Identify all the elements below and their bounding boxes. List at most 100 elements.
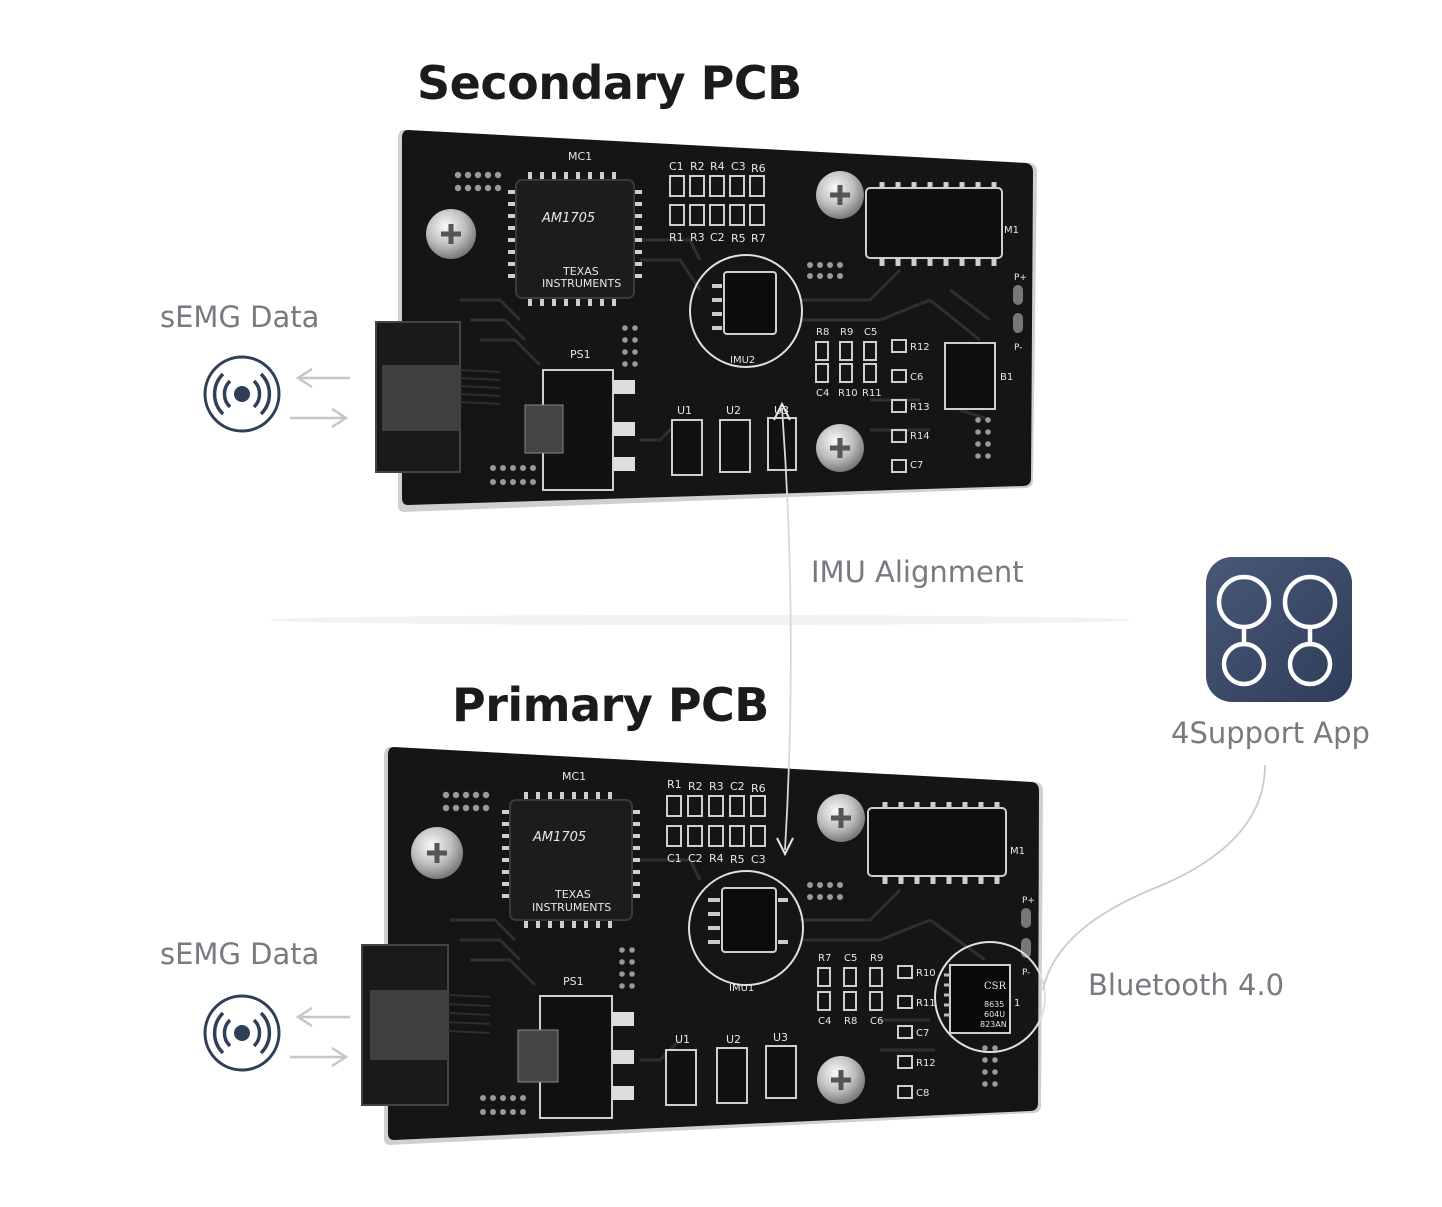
primary-right-2: C7 (916, 1028, 929, 1039)
primary-ps1 (517, 995, 634, 1119)
primary-mid-top-1: C5 (844, 953, 857, 964)
secondary-ps1 (524, 369, 635, 491)
secondary-brand-1: TEXAS (562, 265, 599, 278)
primary-right-4: C8 (916, 1088, 929, 1099)
primary-p-minus: P- (1022, 968, 1030, 978)
semg-arrows-bottom (290, 1006, 350, 1068)
secondary-mid-top-2: C5 (864, 327, 877, 338)
secondary-right-0: R12 (910, 342, 930, 353)
imu-alignment-label: IMU Alignment (811, 555, 1024, 589)
primary-traces (450, 858, 986, 1062)
primary-res-top-1: R2 (688, 780, 703, 793)
secondary-res-top-4: R6 (751, 162, 766, 175)
secondary-b1 (944, 342, 996, 410)
secondary-res-top-1: R2 (690, 160, 705, 173)
bluetooth-label: Bluetooth 4.0 (1088, 968, 1285, 1002)
secondary-screw-1 (426, 209, 476, 259)
primary-res-bot-3: R5 (730, 853, 745, 866)
imu-alignment-arrow (773, 401, 794, 857)
secondary-right-2: R13 (910, 402, 930, 413)
semg-data-label-bottom: sEMG Data (160, 937, 320, 971)
secondary-res-bot-3: R5 (731, 232, 746, 245)
primary-ps1-label: PS1 (563, 975, 584, 988)
primary-brand-1: TEXAS (554, 888, 591, 901)
secondary-screw-3 (816, 424, 864, 472)
secondary-res-top-0: C1 (669, 160, 684, 173)
secondary-ps1-label: PS1 (570, 348, 591, 361)
app-icon[interactable] (1206, 557, 1352, 702)
secondary-res-bot-1: R3 (690, 231, 705, 244)
secondary-right-3: R14 (910, 431, 930, 442)
primary-mc1-chip (502, 792, 640, 928)
secondary-p-pads (1013, 285, 1023, 333)
semg-arrows-top (290, 367, 350, 429)
secondary-pcb-title: Secondary PCB (417, 56, 802, 110)
secondary-traces (460, 238, 991, 442)
signal-icon-bottom (203, 994, 281, 1072)
primary-board: MC1 AM1705 TEXAS INSTRUMENTS PS1 IMU1 U1… (361, 747, 1046, 1145)
primary-bt-line-1: 8635 (984, 1000, 1004, 1009)
secondary-mc1-chip (508, 172, 642, 306)
secondary-right-1: C6 (910, 372, 923, 383)
secondary-res-bot-4: R7 (751, 232, 766, 245)
primary-chip-name: AM1705 (532, 830, 586, 845)
primary-mid-top-0: R7 (818, 953, 831, 964)
secondary-m1-label: M1 (1004, 225, 1019, 236)
secondary-mid-top-0: R8 (816, 327, 829, 338)
primary-p-plus: P+ (1022, 896, 1035, 906)
secondary-resistors (669, 175, 907, 473)
primary-screw-3 (817, 1056, 865, 1104)
secondary-screw-2 (816, 171, 864, 219)
secondary-mid-top-1: R9 (840, 327, 853, 338)
primary-mid-bot-0: C4 (818, 1016, 831, 1027)
app-label: 4Support App (1171, 716, 1370, 750)
primary-res-top-2: R3 (709, 780, 724, 793)
primary-right-0: R10 (916, 968, 936, 979)
primary-imu1-label: IMU1 (729, 983, 754, 994)
primary-res-bot-0: C1 (667, 852, 682, 865)
bluetooth-connector-line (1042, 764, 1266, 991)
secondary-u1-label: U1 (677, 404, 692, 417)
primary-u3-label: U3 (773, 1031, 788, 1044)
primary-resistors (666, 795, 913, 1099)
secondary-mc1-label: MC1 (568, 150, 592, 163)
primary-b-label: 1 (1014, 998, 1020, 1009)
primary-u-parts (665, 1045, 797, 1106)
secondary-mid-bot-2: R11 (862, 388, 882, 399)
secondary-mid-bot-0: C4 (816, 388, 829, 399)
secondary-p-minus: P- (1014, 343, 1022, 353)
secondary-via-dots (454, 171, 991, 485)
primary-res-bot-1: C2 (688, 852, 703, 865)
secondary-res-bot-2: C2 (710, 231, 725, 244)
primary-brand-2: INSTRUMENTS (532, 901, 611, 914)
primary-screw-2 (817, 794, 865, 842)
semg-data-label-top: sEMG Data (160, 300, 320, 334)
primary-mid-bot-2: C6 (870, 1016, 883, 1027)
secondary-m1-ic (865, 182, 1003, 266)
primary-res-bot-2: R4 (709, 852, 724, 865)
signal-icon (203, 355, 281, 433)
primary-m1-ic (867, 802, 1007, 884)
primary-screw-1 (411, 827, 463, 879)
primary-m1-label: M1 (1010, 846, 1025, 857)
primary-connector (361, 944, 491, 1106)
primary-res-top-0: R1 (667, 778, 682, 791)
primary-bt-line-3: 823AN (980, 1020, 1007, 1029)
primary-imu1 (688, 870, 804, 986)
secondary-mid-bot-1: R10 (838, 388, 858, 399)
primary-mc1-label: MC1 (562, 770, 586, 783)
primary-u2-label: U2 (726, 1033, 741, 1046)
secondary-res-bot-0: R1 (669, 231, 684, 244)
primary-bt-chip (934, 941, 1046, 1053)
primary-right-1: R11 (916, 998, 936, 1009)
secondary-b1-label: B1 (1000, 372, 1013, 383)
primary-res-bot-4: C3 (751, 853, 766, 866)
secondary-right-4: C7 (910, 460, 923, 471)
secondary-connector (375, 321, 501, 473)
secondary-imu2 (689, 254, 803, 368)
primary-bt-line-0: CSR (984, 981, 1007, 992)
secondary-res-top-2: R4 (710, 160, 725, 173)
primary-u1-label: U1 (675, 1033, 690, 1046)
secondary-imu2-label: IMU2 (730, 355, 755, 366)
primary-res-top-4: R6 (751, 782, 766, 795)
